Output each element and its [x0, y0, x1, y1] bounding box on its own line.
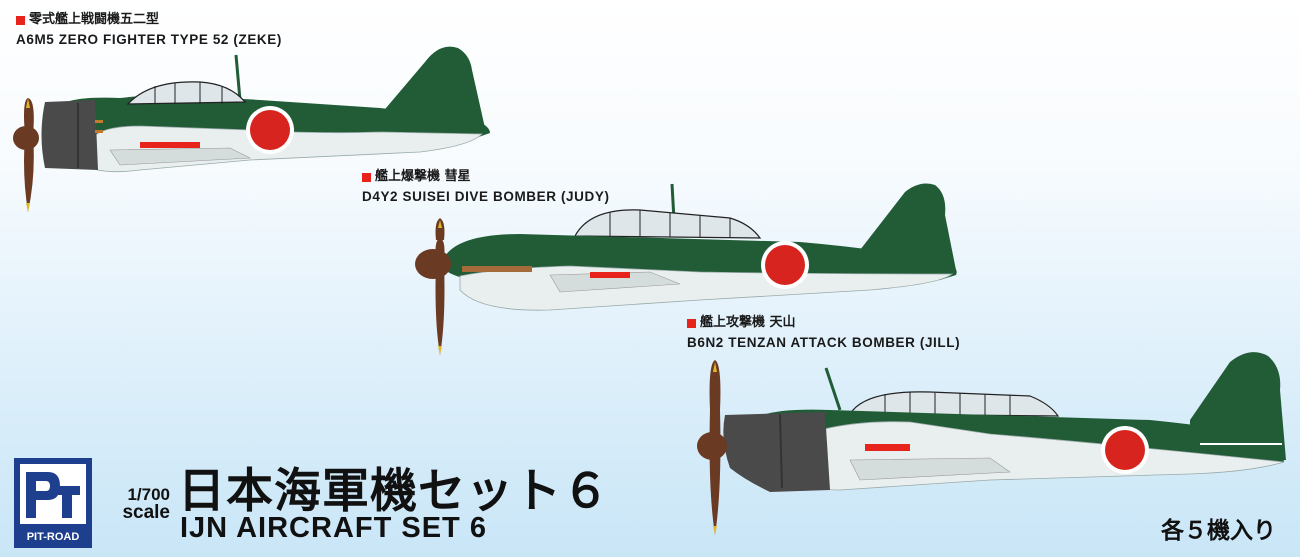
- red-square-icon: [687, 318, 696, 328]
- aircraft-label-suisei: 艦上爆撃機 彗星 D4Y2 SUISEI DIVE BOMBER (JUDY): [362, 169, 610, 204]
- logo-text: PIT-ROAD: [27, 531, 80, 543]
- title-english: IJN AIRCRAFT SET 6: [180, 512, 487, 544]
- aircraft-name-en: A6M5 ZERO FIGHTER TYPE 52 (ZEKE): [16, 31, 282, 47]
- scale-word: scale: [122, 502, 170, 523]
- aircraft-label-tenzan: 艦上攻撃機 天山 B6N2 TENZAN ATTACK BOMBER (JILL…: [687, 315, 961, 350]
- red-square-icon: [16, 15, 25, 25]
- aircraft-name-en: B6N2 TENZAN ATTACK BOMBER (JILL): [687, 334, 961, 350]
- quantity-note: 各５機入り: [1161, 518, 1276, 544]
- aircraft-name-jp: 零式艦上戦闘機五二型: [29, 12, 160, 27]
- pit-road-logo: PIT-ROAD: [14, 458, 92, 548]
- red-square-icon: [362, 172, 371, 182]
- suisei-dive-bomber-illustration: [415, 183, 957, 355]
- tenzan-attack-bomber-illustration: [697, 352, 1286, 535]
- aircraft-label-zero: 零式艦上戦闘機五二型 A6M5 ZERO FIGHTER TYPE 52 (ZE…: [16, 12, 282, 47]
- scale-label: 1/700 scale: [102, 486, 170, 522]
- scale-ratio: 1/700: [127, 485, 170, 504]
- aircraft-name-en: D4Y2 SUISEI DIVE BOMBER (JUDY): [362, 188, 610, 204]
- aircraft-name-jp: 艦上爆撃機 彗星: [375, 169, 471, 184]
- title-japanese: 日本海軍機セット６: [178, 464, 610, 519]
- zero-fighter-illustration: [13, 46, 490, 212]
- aircraft-name-jp: 艦上攻撃機 天山: [700, 315, 796, 330]
